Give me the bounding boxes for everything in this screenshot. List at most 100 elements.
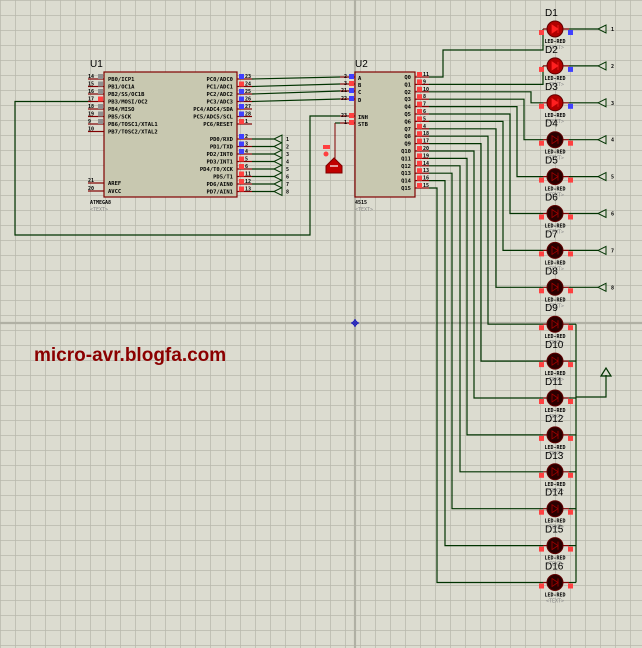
pin-state-indicator <box>417 94 422 100</box>
diode-symbol-icon <box>551 540 559 551</box>
diode-symbol-icon <box>551 393 559 403</box>
terminal-label: 4 <box>611 138 614 144</box>
terminal-arrow-icon <box>272 186 283 197</box>
u1-u2-address-wire <box>251 90 341 95</box>
u1-pin-number: 21 <box>88 178 94 184</box>
pin-state-indicator <box>98 96 103 102</box>
diode-symbol-icon <box>551 134 559 145</box>
u2-body[interactable] <box>354 71 416 198</box>
u1-pin-number: 9 <box>88 119 91 125</box>
terminal-2: 2 <box>596 61 614 71</box>
pin-state-indicator <box>239 96 244 102</box>
u1-pin-name: PD5/T1 <box>213 175 234 181</box>
led-cathode-pin <box>568 399 573 404</box>
pin-state-indicator <box>98 89 103 94</box>
led-ref-label: D5 <box>545 156 558 167</box>
led-ref-label: D2 <box>545 45 558 56</box>
terminal-arrow-icon <box>272 179 283 189</box>
led-ref-label: D15 <box>545 525 564 536</box>
terminal-arrow-icon <box>596 171 607 182</box>
u2-pin-number: 13 <box>423 168 429 174</box>
pin-state-indicator <box>417 109 422 114</box>
led-anode-pin <box>539 472 544 478</box>
decoder-to-led-wire <box>429 128 543 288</box>
u2-pin-name: Q7 <box>404 127 411 133</box>
pin-state-indicator <box>417 175 422 181</box>
push-button-switch[interactable] <box>323 123 343 174</box>
u2-pin-name: Q6 <box>404 119 411 125</box>
pin-state-indicator <box>98 81 103 87</box>
decoder-to-led-wire <box>429 157 543 436</box>
pin-state-indicator <box>417 153 422 159</box>
switch-pin <box>323 151 329 157</box>
diode-symbol-icon <box>551 245 559 256</box>
u2-pin-number: 11 <box>423 72 429 78</box>
led-anode-pin <box>539 103 544 109</box>
pin-state-indicator <box>239 74 244 79</box>
led-cathode-pin <box>568 546 573 552</box>
u1-pin-name: PC5/ADC5/SCL <box>193 115 233 121</box>
led-part-label: LED-RED <box>544 260 565 266</box>
bus-to-power-wire <box>576 375 607 398</box>
led-body-icon <box>546 500 564 518</box>
u1-body[interactable] <box>103 71 238 198</box>
u1-pin-name: PB7/TOSC2/XTAL2 <box>108 130 158 136</box>
led-ref-label: D11 <box>545 377 563 388</box>
diode-symbol-icon <box>551 171 559 182</box>
u2-pin-number: 15 <box>423 183 429 189</box>
u1-u2-address-wire <box>251 76 341 80</box>
terminal-arrow-icon <box>272 156 283 167</box>
led-anode-pin <box>539 140 544 146</box>
led-ref-label: D10 <box>545 340 564 351</box>
led-cathode-pin <box>568 103 573 109</box>
u1-pin-name: PB1/OC1A <box>108 85 135 91</box>
u2-pin-number: 14 <box>423 161 429 167</box>
u1-u2-address-wire <box>251 83 341 88</box>
led-body-icon <box>546 131 564 149</box>
u1-part-label: ATMEGA8 <box>90 200 111 206</box>
terminal-arrow-icon <box>596 24 607 34</box>
led-body-icon <box>546 278 564 296</box>
terminal-arrow-icon <box>272 164 283 174</box>
led-part-label: LED-RED <box>544 408 565 414</box>
decoder-to-led-wire <box>429 143 543 362</box>
led-body-icon <box>546 241 564 259</box>
terminal-arrow-icon <box>272 134 283 144</box>
u1-pin-number: 3 <box>245 142 248 148</box>
u1-pin-name: PD4/T0/XCK <box>200 167 234 173</box>
decoder-to-led-wire <box>429 150 543 399</box>
terminal-label: 8 <box>611 285 614 291</box>
led-text-label: <TEXT> <box>546 451 564 457</box>
led-anode-pin <box>539 362 544 368</box>
u2-pin-number: 8 <box>423 94 426 100</box>
u1-pin-name: PD0/RXD <box>210 137 234 143</box>
led-text-label: <TEXT> <box>546 599 564 605</box>
terminal-5: 5 <box>596 171 614 182</box>
u1-pin-number: 20 <box>88 186 94 192</box>
terminal-label: 7 <box>286 182 289 188</box>
u1-pin-number: 14 <box>88 74 94 80</box>
u2-pin-name: C <box>358 90 361 96</box>
terminal-8: 8 <box>272 186 289 197</box>
pin-state-indicator <box>239 164 244 169</box>
